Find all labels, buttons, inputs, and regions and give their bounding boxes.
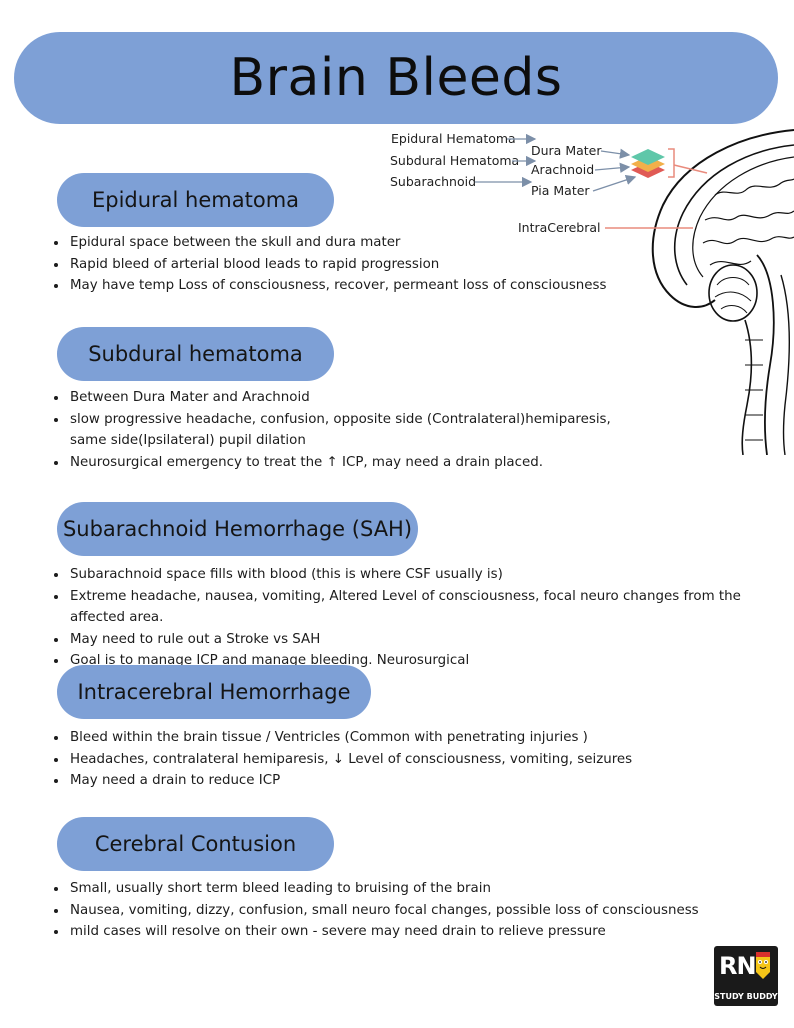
section-heading-subdural: Subdural hematoma xyxy=(57,327,334,381)
list-item: May need a drain to reduce ICP xyxy=(68,770,768,792)
brainstem-front xyxy=(756,254,775,455)
section-heading-sah: Subarachnoid Hemorrhage (SAH) xyxy=(57,502,418,556)
arrow-pia xyxy=(592,174,637,192)
gyri-1 xyxy=(704,210,794,221)
cerebellum xyxy=(708,264,758,322)
list-item: slow progressive headache, confusion, op… xyxy=(68,409,628,452)
dura-outline xyxy=(673,144,794,286)
bullet-list-intracerebral: Bleed within the brain tissue / Ventricl… xyxy=(50,727,768,792)
skull-outline xyxy=(651,129,794,308)
rn-study-buddy-logo: RN STUDY BUDDY xyxy=(714,946,778,1006)
list-item: Subarachnoid space fills with blood (thi… xyxy=(68,564,794,586)
section-heading-epidural: Epidural hematoma xyxy=(57,173,334,227)
bullet-list-contusion: Small, usually short term bleed leading … xyxy=(50,878,708,943)
list-item: Small, usually short term bleed leading … xyxy=(68,878,708,900)
gyri-2 xyxy=(702,236,794,245)
layers-pointer xyxy=(673,164,708,174)
label-intracerebral: IntraCerebral xyxy=(518,220,601,235)
arrow-arachnoid xyxy=(594,162,631,173)
list-item: Epidural space between the skull and dur… xyxy=(68,232,768,254)
list-item: Between Dura Mater and Arachnoid xyxy=(68,387,628,409)
arrow-dura xyxy=(600,148,631,159)
list-item: Bleed within the brain tissue / Ventricl… xyxy=(68,727,768,749)
list-item: Rapid bleed of arterial blood leads to r… xyxy=(68,254,768,276)
label-pia-mater: Pia Mater xyxy=(531,183,590,198)
gyri-3 xyxy=(714,178,794,196)
layers-bracket xyxy=(668,148,675,178)
cortex-outline xyxy=(692,156,794,278)
list-item: May have temp Loss of consciousness, rec… xyxy=(68,275,768,297)
label-arachnoid: Arachnoid xyxy=(531,162,594,177)
bullet-list-epidural: Epidural space between the skull and dur… xyxy=(50,232,768,297)
bullet-list-sah: Subarachnoid space fills with blood (thi… xyxy=(50,564,794,672)
brainstem-back xyxy=(780,274,791,455)
bullet-list-subdural: Between Dura Mater and Arachnoid slow pr… xyxy=(50,387,628,473)
label-subarachnoid: Subarachnoid xyxy=(390,174,476,189)
spinal-column xyxy=(741,319,753,455)
gyri-4 xyxy=(709,260,752,266)
list-item: Extreme headache, nausea, vomiting, Alte… xyxy=(68,586,794,629)
pencil-mascot-icon xyxy=(756,952,770,979)
section-heading-label: Subarachnoid Hemorrhage (SAH) xyxy=(62,517,413,541)
list-item: Nausea, vomiting, dizzy, confusion, smal… xyxy=(68,900,708,922)
vertebrae-lines xyxy=(745,339,763,441)
cerebellum-folds xyxy=(714,277,752,314)
list-item: mild cases will resolve on their own - s… xyxy=(68,921,708,943)
section-heading-intracerebral: Intracerebral Hemorrhage xyxy=(57,665,371,719)
label-subdural-hematoma: Subdural Hematoma xyxy=(390,153,519,168)
label-epidural-hematoma: Epidural Hematoma xyxy=(391,131,516,146)
meninges-layers-icon xyxy=(631,149,665,178)
section-heading-contusion: Cerebral Contusion xyxy=(57,817,334,871)
page-title: Brain Bleeds xyxy=(229,48,563,108)
label-dura-mater: Dura Mater xyxy=(531,143,602,158)
brain-diagram: Epidural Hematoma Subdural Hematoma Suba… xyxy=(390,129,794,455)
list-item: May need to rule out a Stroke vs SAH xyxy=(68,629,794,651)
brain-sagittal-sketch xyxy=(651,129,794,455)
logo-text: STUDY BUDDY xyxy=(714,992,778,1001)
section-heading-label: Cerebral Contusion xyxy=(94,832,297,856)
section-heading-label: Epidural hematoma xyxy=(91,188,300,212)
list-item: Neurosurgical emergency to treat the ↑ I… xyxy=(68,452,628,474)
list-item: Goal is to manage ICP and manage bleedin… xyxy=(68,650,794,672)
logo-mark: RN xyxy=(719,952,757,980)
section-heading-label: Subdural hematoma xyxy=(88,342,303,366)
section-heading-label: Intracerebral Hemorrhage xyxy=(77,680,351,704)
title-banner: Brain Bleeds xyxy=(14,32,778,124)
list-item: Headaches, contralateral hemiparesis, ↓ … xyxy=(68,749,768,771)
